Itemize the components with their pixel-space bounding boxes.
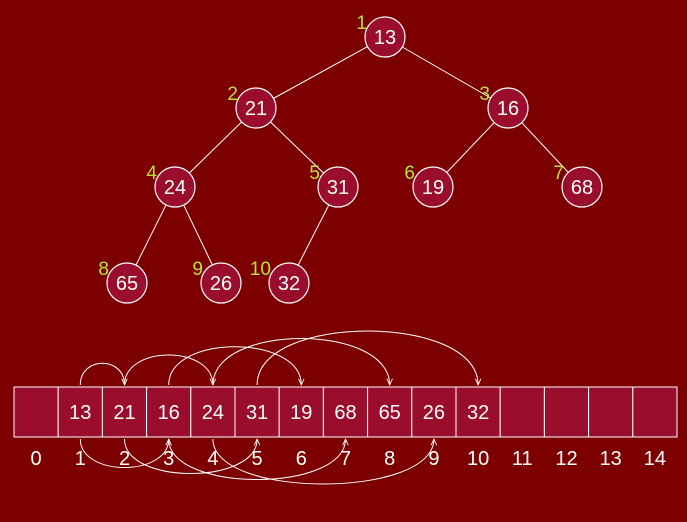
array-index-label: 4 (207, 448, 218, 470)
array-cell (543, 386, 590, 438)
array-index-label: 13 (600, 448, 622, 470)
tree-node-index: 2 (227, 84, 238, 105)
tree-node-circle (487, 87, 529, 129)
array-index-label: 8 (384, 448, 395, 470)
array-cell-value: 32 (467, 402, 489, 424)
tree-edges (126, 36, 583, 284)
array-index-label: 9 (428, 448, 439, 470)
tree-node-value: 24 (164, 177, 186, 199)
array-cell-value: 65 (379, 402, 401, 424)
tree-node-value: 31 (327, 177, 349, 199)
array-cell (499, 386, 545, 438)
tree-node-value: 32 (278, 273, 300, 295)
tree-node-circle (412, 166, 454, 208)
tree-node-value: 21 (245, 98, 267, 120)
tree-node: 32 10 (250, 259, 310, 304)
parent-child-arrow-5-10 (256, 330, 478, 385)
array-index-label: 14 (644, 448, 666, 470)
array-cell (57, 386, 103, 438)
tree-node-circle (106, 262, 148, 304)
tree-node-circle (154, 166, 196, 208)
array-index-label: 0 (31, 448, 42, 470)
array-cell-value: 13 (69, 402, 91, 424)
tree-node-value: 16 (497, 98, 519, 120)
tree-node-value: 19 (422, 177, 444, 199)
tree-node-value: 13 (374, 27, 396, 49)
tree-node-index: 9 (192, 259, 203, 280)
array-index-label: 3 (163, 448, 174, 470)
tree-node-index: 7 (553, 163, 564, 184)
tree-node: 31 5 (309, 163, 359, 208)
parent-child-arrow-4-9 (212, 439, 434, 485)
array-index-label: 11 (512, 448, 533, 470)
array-cell (322, 386, 369, 438)
array-cell (588, 386, 634, 438)
tree-node: 68 7 (553, 163, 603, 208)
array-cell-value: 26 (423, 402, 445, 424)
array-cell-value: 24 (202, 402, 224, 424)
tree-node-circle (268, 262, 310, 304)
array-index-label: 6 (296, 448, 307, 470)
tree-node-index: 6 (404, 163, 415, 184)
tree-node-index: 5 (309, 163, 320, 184)
parent-child-arrow-1-3 (79, 439, 168, 468)
parent-child-arrow-2-4 (124, 354, 213, 385)
tree-node-value: 65 (116, 273, 138, 295)
array-index-label: 1 (75, 448, 86, 470)
tree-node-circle (364, 16, 406, 58)
tree-nodes: 13 1 21 2 16 3 24 4 31 5 19 6 68 7 65 8 26 9 32 10 (98, 13, 603, 304)
tree-node-circle (235, 87, 277, 129)
tree-node: 19 6 (404, 163, 454, 208)
array-cell-value: 68 (334, 402, 356, 424)
array-cell (411, 386, 457, 438)
array-cell (234, 386, 280, 438)
tree-node-circle (561, 166, 603, 208)
tree-node-value: 68 (571, 177, 593, 199)
array-index-label: 12 (555, 448, 577, 470)
array-cell (13, 386, 59, 438)
tree-node-index: 4 (146, 163, 157, 184)
parent-child-arrow-2-5 (124, 439, 258, 474)
tree-node: 16 3 (479, 84, 529, 129)
array-cell-value: 16 (158, 402, 180, 424)
array-cell (632, 386, 678, 438)
array-cell-value: 31 (246, 402, 268, 424)
tree-node-index: 1 (356, 13, 367, 34)
tree-node-circle (317, 166, 359, 208)
tree-node: 26 9 (192, 259, 242, 304)
array-cell-value: 19 (290, 402, 312, 424)
array-cell-value: 21 (113, 402, 135, 424)
parent-child-arrow-4-8 (212, 338, 390, 386)
tree-edge-1-2 (255, 36, 386, 109)
tree-node-value: 26 (210, 273, 232, 295)
array-index-label: 7 (340, 448, 351, 470)
tree-node: 65 8 (98, 259, 148, 304)
array-index-label: 10 (467, 448, 489, 470)
parent-child-arrow-3-7 (168, 439, 346, 480)
parent-child-arrow-1-2 (79, 362, 124, 385)
parent-child-arrow-3-6 (168, 346, 302, 385)
tree-node-index: 8 (98, 259, 109, 280)
tree-node: 13 1 (356, 13, 406, 58)
tree-node-index: 10 (250, 259, 271, 280)
heap-array: 0 13 1 21 2 16 3 24 4 31 5 19 6 68 7 65 8 26 9 32 10 11 12 13 14 (13, 386, 678, 470)
tree-node-index: 3 (479, 84, 490, 105)
tree-node-circle (200, 262, 242, 304)
tree-node: 24 4 (146, 163, 196, 208)
array-index-label: 5 (252, 448, 263, 470)
array-cell (146, 386, 192, 438)
array-cell (367, 386, 413, 438)
array-cell (190, 386, 236, 438)
array-arrows (79, 330, 478, 485)
array-cell (101, 386, 148, 438)
tree-node: 21 2 (227, 84, 277, 129)
array-index-label: 2 (119, 448, 130, 470)
tree-edge-1-3 (384, 36, 509, 109)
